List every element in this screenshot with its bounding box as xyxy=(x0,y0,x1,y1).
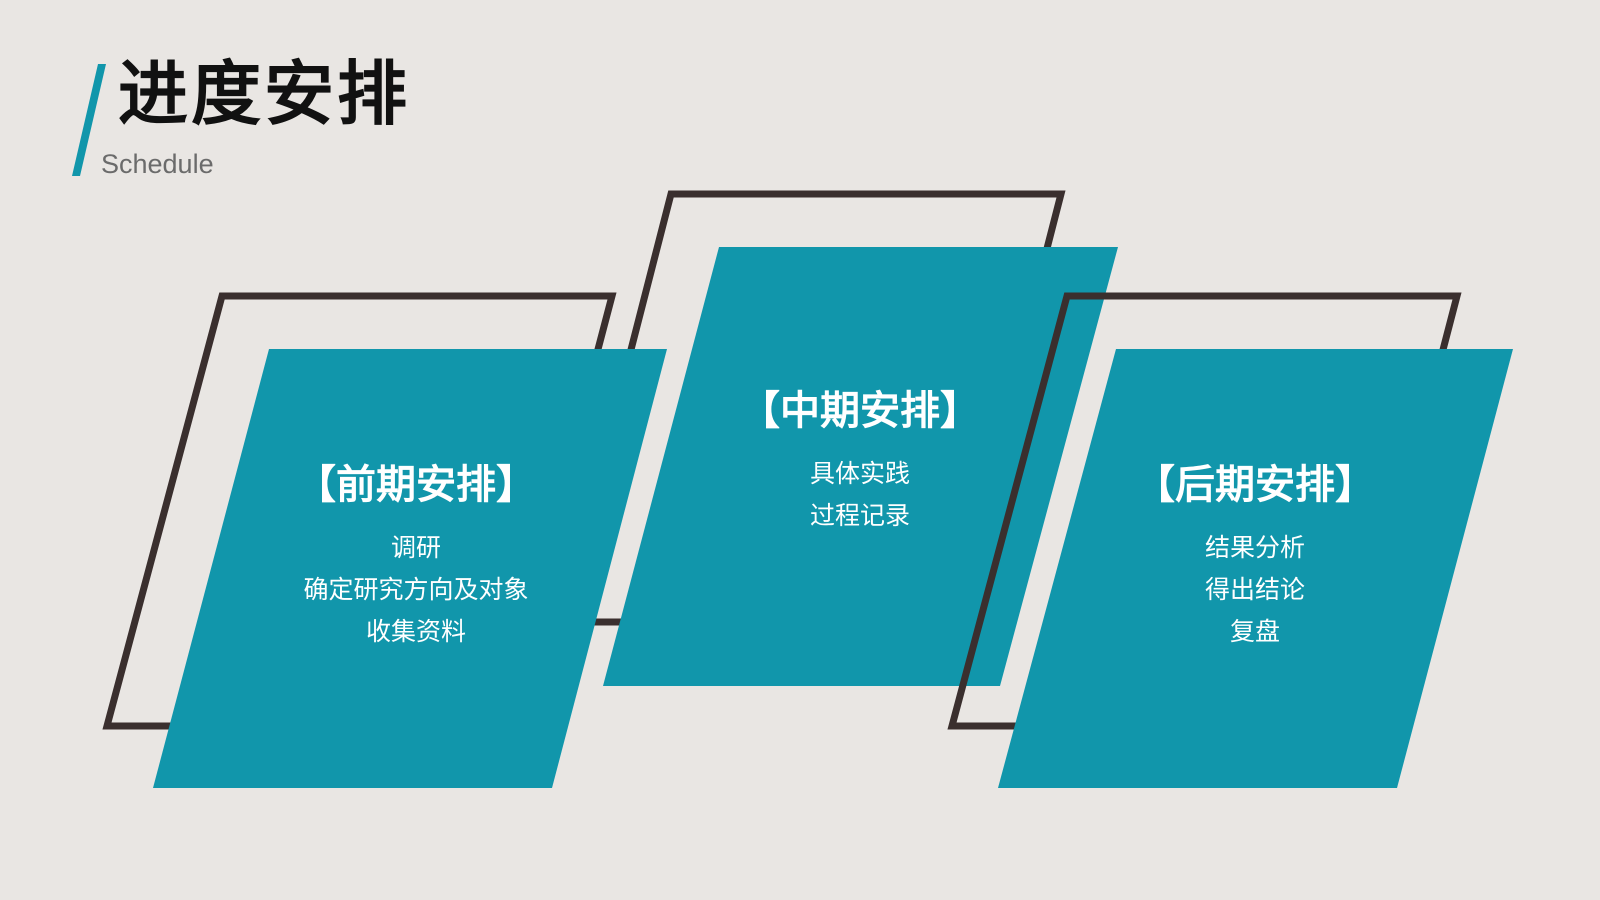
phase-early-heading: 【前期安排】 xyxy=(296,462,536,508)
phase-early-item: 确定研究方向及对象 xyxy=(303,575,529,604)
phase-late-panel xyxy=(998,349,1513,788)
phase-mid-items: 具体实践 过程记录 xyxy=(740,453,980,537)
phase-late-item: 得出结论 xyxy=(1204,575,1305,604)
phase-late-items: 结果分析 得出结论 复盘 xyxy=(1135,527,1375,653)
phase-early-item: 调研 xyxy=(390,533,441,562)
phase-mid-content: 【中期安排】 具体实践 过程记录 xyxy=(740,387,980,537)
phase-early-item: 收集资料 xyxy=(365,617,466,646)
phase-early-items: 调研 确定研究方向及对象 收集资料 xyxy=(296,527,536,653)
phase-mid-item: 过程记录 xyxy=(809,501,910,530)
phase-early-content: 【前期安排】 调研 确定研究方向及对象 收集资料 xyxy=(296,461,536,653)
phase-late-content: 【后期安排】 结果分析 得出结论 复盘 xyxy=(1135,461,1375,653)
page-subtitle: Schedule xyxy=(101,149,214,179)
phase-mid-item: 具体实践 xyxy=(809,459,910,488)
page-title: 进度安排 xyxy=(118,53,410,135)
phase-late-item: 复盘 xyxy=(1229,617,1280,646)
phase-late-item: 结果分析 xyxy=(1204,533,1305,562)
phase-mid-heading: 【中期安排】 xyxy=(740,388,980,434)
title-accent-bar xyxy=(72,64,106,176)
phase-late-heading: 【后期安排】 xyxy=(1135,462,1375,508)
phase-early-panel xyxy=(153,349,667,788)
